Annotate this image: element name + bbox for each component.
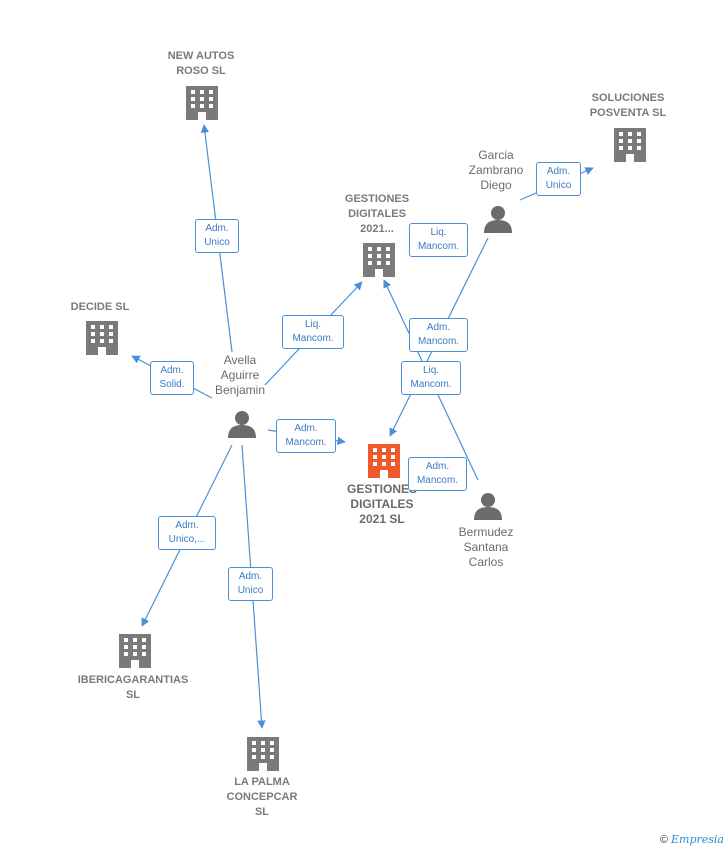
company-label-gestiones-top[interactable]: GESTIONES DIGITALES 2021... xyxy=(344,193,410,235)
edge-label-garcia-gestiones-top: Liq. Mancom. xyxy=(409,223,468,257)
building-icon[interactable] xyxy=(363,243,395,277)
copyright-symbol: © xyxy=(659,834,668,846)
person-icon[interactable] xyxy=(484,206,512,233)
company-label-new-autos[interactable]: NEW AUTOS ROSO SL xyxy=(167,50,235,77)
edge-label-garcia-soluciones: Adm. Unico xyxy=(536,162,581,196)
company-label-soluciones[interactable]: SOLUCIONES POSVENTA SL xyxy=(589,92,667,119)
building-icon[interactable] xyxy=(614,128,646,162)
person-label-garcia[interactable]: Garcia Zambrano Diego xyxy=(468,148,524,192)
building-icon[interactable] xyxy=(86,321,118,355)
footer-credit: © Empresia xyxy=(660,833,724,846)
person-icon[interactable] xyxy=(474,493,502,520)
edge-label-bermudez-gestiones-top: Liq. Mancom. xyxy=(401,361,461,395)
edge-label-garcia-main: Adm. Mancom. xyxy=(409,318,468,352)
edge-label-bermudez-main: Adm. Mancom. xyxy=(408,457,467,491)
person-label-bermudez[interactable]: Bermudez Santana Carlos xyxy=(458,525,514,569)
main-building-icon[interactable] xyxy=(368,444,400,478)
company-label-ibericagarantias[interactable]: IBERICAGARANTIAS SL xyxy=(77,674,189,701)
edge-label-avella-newautos: Adm. Unico xyxy=(195,219,239,253)
edge-label-avella-iberica: Adm. Unico,... xyxy=(158,516,216,550)
company-label-decide[interactable]: DECIDE SL xyxy=(70,301,130,313)
building-icon[interactable] xyxy=(186,86,218,120)
edge-label-avella-decide: Adm. Solid. xyxy=(150,361,194,395)
company-label-gestiones-main[interactable]: GESTIONES DIGITALES 2021 SL xyxy=(346,482,418,526)
edge-label-avella-gestiones-top: Liq. Mancom. xyxy=(282,315,344,349)
building-icon[interactable] xyxy=(119,634,151,668)
person-label-avella[interactable]: Avella Aguirre Benjamin xyxy=(214,353,266,397)
company-label-la-palma[interactable]: LA PALMA CONCEPCAR SL xyxy=(226,776,298,818)
edge-label-avella-lapalma: Adm. Unico xyxy=(228,567,273,601)
person-icon[interactable] xyxy=(228,411,256,438)
building-icon[interactable] xyxy=(247,737,279,771)
edge-label-avella-main: Adm. Mancom. xyxy=(276,419,336,453)
brand-logo[interactable]: Empresia xyxy=(671,833,724,846)
